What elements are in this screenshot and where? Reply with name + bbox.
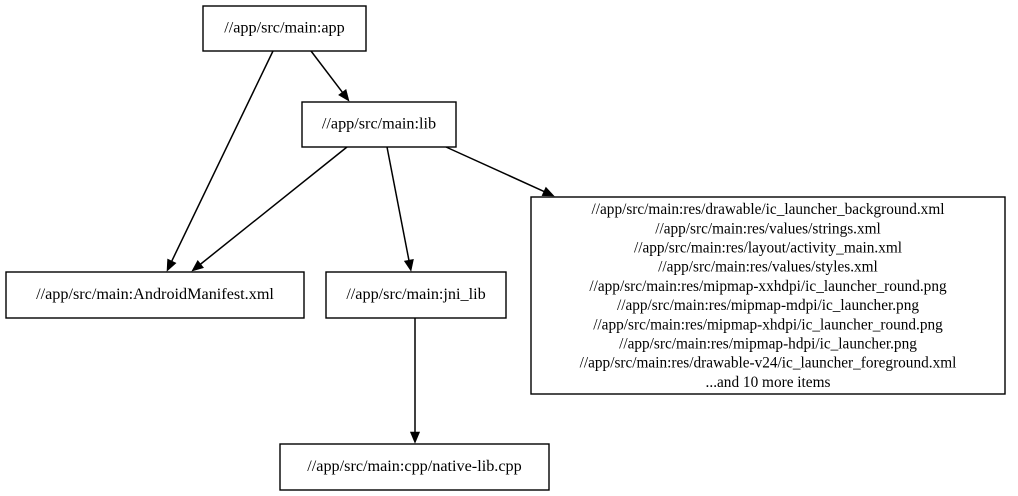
graph-edge-lib-to-resources bbox=[445, 146, 555, 197]
node-label-line: //app/src/main:res/drawable/ic_launcher_… bbox=[592, 201, 945, 218]
node-label-line: //app/src/main:res/values/strings.xml bbox=[655, 220, 881, 237]
nodes-layer: //app/src/main:app //app/src/main:lib //ap… bbox=[5, 5, 1006, 491]
node-label: //app/src/main:res/drawable/ic_launcher_… bbox=[580, 201, 957, 391]
graph-node-jni_lib[interactable]: //app/src/main:jni_lib bbox=[325, 271, 507, 319]
node-label-line: //app/src/main:res/layout/activity_main.… bbox=[634, 239, 902, 256]
edges-layer bbox=[166, 50, 555, 444]
node-label-line: //app/src/main:res/mipmap-xhdpi/ic_launc… bbox=[593, 316, 943, 333]
graph-edge-lib-to-manifest bbox=[191, 146, 348, 272]
node-box[interactable] bbox=[279, 443, 550, 491]
edge-line bbox=[170, 50, 274, 264]
graph-node-lib[interactable]: //app/src/main:lib bbox=[301, 101, 457, 148]
node-label: //app/src/main:AndroidManifest.xml bbox=[36, 285, 274, 303]
edge-line bbox=[310, 50, 345, 95]
graph-node-native_lib[interactable]: //app/src/main:cpp/native-lib.cpp bbox=[279, 443, 550, 491]
graph-edge-jni-lib-to-native-lib bbox=[409, 318, 421, 444]
node-box[interactable] bbox=[301, 101, 457, 148]
node-label-line: ...and 10 more items bbox=[706, 374, 831, 391]
node-label: //app/src/main:lib bbox=[322, 115, 436, 133]
graph-node-app[interactable]: //app/src/main:app bbox=[202, 5, 367, 52]
edge-arrowhead-icon bbox=[338, 88, 350, 102]
node-label-line: //app/src/main:res/mipmap-mdpi/ic_launch… bbox=[617, 297, 919, 314]
node-box[interactable] bbox=[5, 271, 305, 319]
graph-node-manifest[interactable]: //app/src/main:AndroidManifest.xml bbox=[5, 271, 305, 319]
node-box[interactable] bbox=[202, 5, 367, 52]
node-box[interactable] bbox=[530, 196, 1006, 395]
node-box[interactable] bbox=[325, 271, 507, 319]
edge-arrowhead-icon bbox=[409, 431, 421, 444]
edge-arrowhead-icon bbox=[166, 258, 177, 272]
node-label-line: //app/src/main:res/drawable-v24/ic_launc… bbox=[580, 355, 957, 372]
node-label: //app/src/main:app bbox=[224, 19, 344, 37]
edge-arrowhead-icon bbox=[191, 259, 204, 272]
graph-edge-lib-to-jni-lib bbox=[386, 146, 414, 272]
graph-edge-app-to-lib bbox=[310, 50, 350, 102]
node-label: //app/src/main:cpp/native-lib.cpp bbox=[307, 457, 521, 475]
edge-line bbox=[386, 146, 411, 263]
edge-line bbox=[445, 146, 547, 193]
edge-line bbox=[198, 146, 348, 266]
graph-node-resources[interactable]: //app/src/main:res/drawable/ic_launcher_… bbox=[530, 196, 1006, 395]
node-label: //app/src/main:jni_lib bbox=[346, 285, 485, 303]
node-label-line: //app/src/main:res/mipmap-xxhdpi/ic_laun… bbox=[589, 278, 947, 295]
node-label-line: //app/src/main:res/mipmap-hdpi/ic_launch… bbox=[619, 335, 917, 352]
edge-arrowhead-icon bbox=[541, 186, 555, 197]
graph-edge-app-to-manifest bbox=[166, 50, 274, 272]
edge-arrowhead-icon bbox=[403, 258, 414, 272]
node-label-line: //app/src/main:res/values/styles.xml bbox=[658, 259, 878, 276]
